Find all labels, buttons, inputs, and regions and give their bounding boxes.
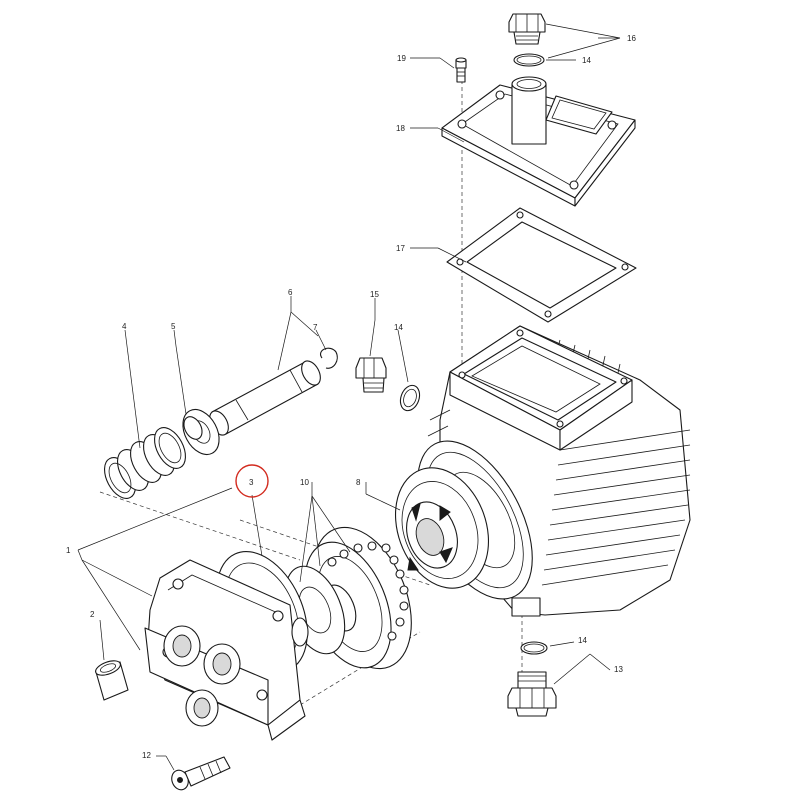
- callout-18: 18: [396, 124, 405, 133]
- callout-12: 12: [142, 751, 151, 760]
- callout-1: 1: [66, 546, 71, 555]
- callout-10: 10: [300, 478, 309, 487]
- callout-labels: 16 14 19 18 17 15 14 6 7 5 4 8 10 3 1 2 …: [66, 34, 636, 760]
- callout-15: 15: [370, 290, 379, 299]
- callout-13: 13: [614, 665, 623, 674]
- callout-2: 2: [90, 610, 95, 619]
- callout-14-bottom: 14: [578, 636, 587, 645]
- plug-bottom-part-13: [507, 671, 557, 717]
- callout-17: 17: [396, 244, 405, 253]
- clip-part-7: [320, 347, 338, 369]
- plug-top-part-16: [508, 13, 546, 45]
- leader-lines: [77, 23, 621, 771]
- screw-part-19: [455, 57, 467, 83]
- washer-part-5: [182, 408, 220, 456]
- callout-4: 4: [122, 322, 127, 331]
- callout-8: 8: [356, 478, 361, 487]
- bearing-balls: [327, 541, 409, 641]
- plug-part-15: [355, 357, 387, 393]
- seal-part-2: [95, 660, 129, 701]
- callout-7: 7: [313, 323, 318, 332]
- callout-3: 3: [249, 478, 254, 487]
- callout-5: 5: [171, 322, 176, 331]
- callout-19: 19: [397, 54, 406, 63]
- shaft-part-6: [209, 360, 321, 436]
- o-ring-middle-part-14: [399, 384, 421, 412]
- o-ring-top-part-14: [513, 53, 545, 67]
- callout-16: 16: [627, 34, 636, 43]
- drive-flange-part-8: [394, 467, 490, 589]
- pump-head-part-1: [144, 559, 309, 741]
- o-ring-bottom-part-14: [520, 641, 548, 655]
- top-cover-part-18: [441, 76, 636, 207]
- spring-part-4: [104, 427, 186, 499]
- callout-14-top: 14: [582, 56, 591, 65]
- callout-14-middle: 14: [394, 323, 403, 332]
- callout-6: 6: [288, 288, 293, 297]
- gasket-part-17: [446, 207, 637, 323]
- bolt-part-12: [171, 756, 231, 791]
- highlight-circle-callout-3: [235, 464, 269, 498]
